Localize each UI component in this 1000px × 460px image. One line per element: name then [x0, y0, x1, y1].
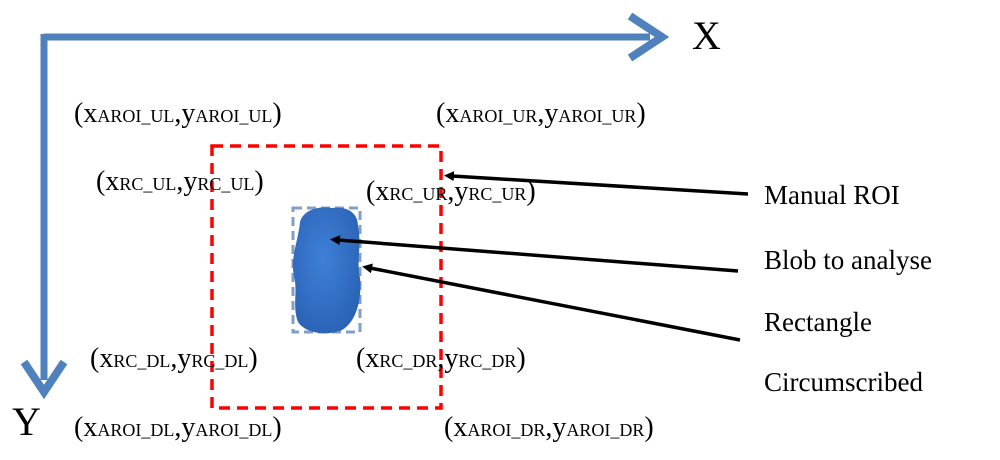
label-rectangle: Rectangle	[764, 307, 872, 337]
y-axis-arrow	[20, 34, 68, 400]
coord-rc-dr: (xRC_DR,yRC_DR)	[356, 343, 526, 374]
coord-aroi-dr: (xAROI_DR,yAROI_DR)	[444, 412, 654, 443]
coord-rc-ur: (xRC_UR,yRC_UR)	[366, 176, 536, 207]
coord-rc-ul: (xRC_UL,yRC_UL)	[96, 166, 264, 197]
label-circumscribed: Circumscribed	[764, 367, 923, 397]
coord-aroi-ur: (xAROI_UR,yAROI_UR)	[436, 98, 646, 129]
coord-aroi-dl: (xAROI_DL,yAROI_DL)	[74, 412, 282, 443]
label-manual-roi: Manual ROI	[764, 180, 900, 210]
blob-shape	[292, 207, 361, 334]
coord-aroi-ul: (xAROI_UL,yAROI_UL)	[74, 98, 282, 129]
coord-rc-dl: (xRC_DL,yRC_DL)	[90, 343, 258, 374]
arrow-manual-roi	[444, 171, 749, 196]
manual-roi-box	[210, 144, 443, 410]
y-axis-label: Y	[12, 399, 41, 444]
x-axis-label: X	[692, 13, 721, 58]
arrow-blob	[330, 235, 739, 273]
x-axis-arrow	[44, 12, 670, 62]
label-blob-to-analyse: Blob to analyse	[764, 245, 932, 275]
arrow-rectangle	[362, 263, 741, 342]
